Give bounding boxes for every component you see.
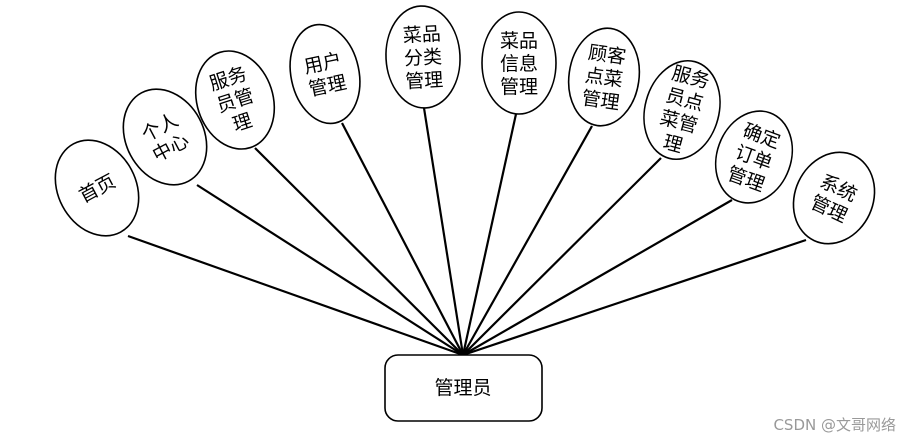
module-label-line: 管理 [500,76,538,98]
module-ellipse [385,5,461,109]
edge [462,125,593,356]
module-label-line: 菜品 [402,23,441,47]
edge [341,122,464,356]
edge [254,147,464,356]
module-ellipse [122,88,208,186]
module-label-line: 管理 [580,87,621,114]
module-label-line: 分类 [403,46,442,70]
module-ellipse [194,50,276,150]
root-label: 管理员 [434,377,491,399]
module-ellipse [567,27,641,127]
edges [127,107,807,357]
module-label-line: 管理 [405,69,444,93]
root-node: 管理员 [384,354,543,422]
edge [462,157,662,356]
module-label-line: 点菜 [584,64,625,91]
module-ellipse [54,139,140,237]
edge [422,107,465,356]
module-label-line: 菜品 [500,30,538,52]
edge [462,238,807,357]
module-ellipse [481,11,557,115]
edge [127,234,464,357]
module-label-line: 信息 [500,53,538,75]
watermark: CSDN @文哥网络 [773,416,896,434]
module-nodes: 首页个人中心服务员管理用户管理菜品分类管理菜品信息管理顾客点菜管理服务员点菜管理… [54,5,876,245]
edge [196,184,464,356]
module-ellipse [289,23,361,125]
module-label-line: 顾客 [587,42,628,69]
module-ellipse [792,151,876,245]
module-ellipse [714,110,794,204]
edge [461,113,518,356]
module-node: 首页 [54,139,140,237]
module-ellipse [643,59,721,161]
edge [462,199,733,356]
root-box [384,354,543,422]
